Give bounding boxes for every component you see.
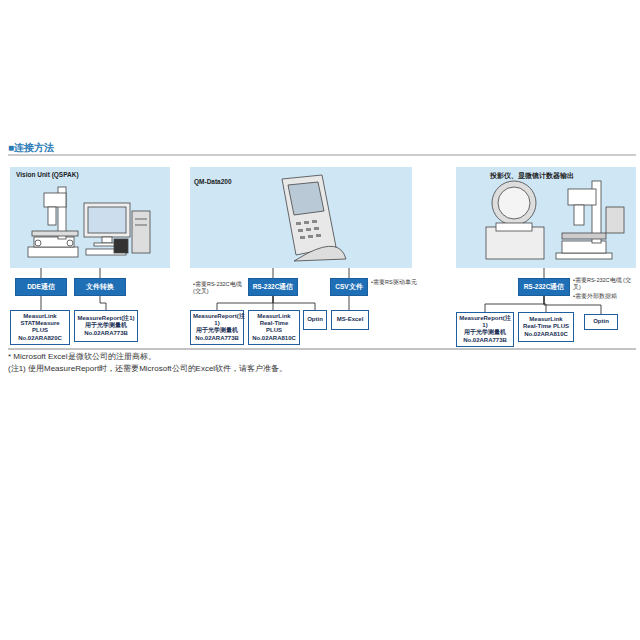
software-box: MeasureReport(注1)用于光学测量机No.02ARA773B	[456, 312, 514, 347]
box-text: Real-Time PLUS	[521, 323, 571, 330]
connector-line	[100, 268, 101, 278]
panel-label: 投影仪、显微镜计数器输出	[490, 172, 574, 181]
box-text: 用于光学测量机	[459, 329, 511, 336]
box-text: MeasurLink	[521, 316, 571, 323]
device-panel: 投影仪、显微镜计数器输出	[456, 167, 636, 268]
connector-line	[485, 296, 544, 312]
box-text: No.02ARA820C	[13, 335, 67, 342]
software-box: MeasureReport(注1)用于光学测量机No.02ARA773B	[190, 310, 244, 345]
box-text: RS-232C通信	[524, 283, 565, 292]
box-text: MeasureReport(注1)	[77, 315, 135, 322]
connector-line	[273, 268, 274, 278]
panel-label: Vision Unit (QSPAK)	[16, 171, 79, 178]
box-text: DDE通信	[27, 283, 55, 292]
section-title: ■连接方法	[8, 141, 54, 155]
interface-box: DDE通信	[15, 278, 67, 296]
software-box: Optin	[303, 310, 327, 330]
connector-line	[217, 296, 273, 310]
box-text: No.02ARA810C	[521, 331, 571, 338]
box-text: MeasureReport(注1)	[459, 315, 511, 329]
interface-box: RS-232C通信	[518, 278, 570, 296]
requirement-note: •需要RS-232C电缆 (交叉)	[573, 277, 637, 291]
box-text: Optin	[587, 318, 615, 325]
connector-line	[41, 296, 42, 310]
device-panel: Vision Unit (QSPAK)	[10, 167, 170, 268]
connector-line	[100, 296, 106, 310]
box-text: 用于光学测量机	[193, 327, 241, 334]
box-text: RS-232C通信	[253, 283, 294, 292]
software-box: MeasurLinkSTATMeasure PLUSNo.02ARA820C	[10, 310, 70, 345]
software-box: MeasureReport(注1)用于光学测量机No.02ARA773B	[74, 310, 138, 342]
box-text: MeasurLink	[251, 313, 297, 320]
box-text: CSV文件	[335, 283, 362, 292]
interface-box: 文件转换	[74, 278, 126, 296]
projector-microscope-illustration	[456, 167, 636, 268]
footnote: (注1) 使用MeasureReport时，还需要Microsoft公司的Exc…	[8, 364, 628, 374]
box-text: MeasureReport(注1)	[193, 313, 241, 327]
requirement-note: •需要外部数据箱	[573, 293, 637, 300]
title-rule	[8, 155, 636, 156]
panel-label: QM-Data200	[194, 178, 232, 185]
box-text: Real-Time PLUS	[251, 320, 297, 334]
connector-line	[41, 268, 42, 278]
software-box: Optin	[584, 314, 618, 330]
interface-box: CSV文件	[330, 278, 368, 296]
connector-line	[544, 268, 545, 278]
interface-box: RS-232C通信	[248, 278, 298, 296]
box-text: No.02ARA773B	[193, 335, 241, 342]
software-box: MeasurLinkReal-Time PLUSNo.02ARA810C	[248, 310, 300, 345]
box-text: STATMeasure PLUS	[13, 320, 67, 334]
box-text: MeasurLink	[13, 313, 67, 320]
footnote: * Microsoft Excel是微软公司的注册商标。	[8, 352, 628, 362]
vision-unit-illustration	[10, 167, 170, 268]
box-text: 文件转换	[86, 283, 114, 292]
software-box: MeasurLinkReal-Time PLUSNo.02ARA810C	[518, 312, 574, 342]
connector-line	[349, 296, 350, 310]
footer-rule	[8, 349, 636, 350]
requirement-note: •需要RS驱动单元	[371, 279, 419, 286]
box-text: No.02ARA773B	[459, 337, 511, 344]
requirement-note: •需要RS-232C电缆 (交叉)	[193, 281, 245, 295]
box-text: No.02ARA773B	[77, 330, 135, 337]
software-box: MS-Excel	[331, 310, 369, 330]
connector-line	[349, 268, 350, 278]
box-text: No.02ARA810C	[251, 335, 297, 342]
connector-line	[273, 296, 315, 310]
box-text: 用于光学测量机	[77, 322, 135, 329]
box-text: Optin	[306, 316, 324, 323]
box-text: MS-Excel	[334, 316, 366, 323]
device-panel: QM-Data200	[190, 167, 412, 268]
